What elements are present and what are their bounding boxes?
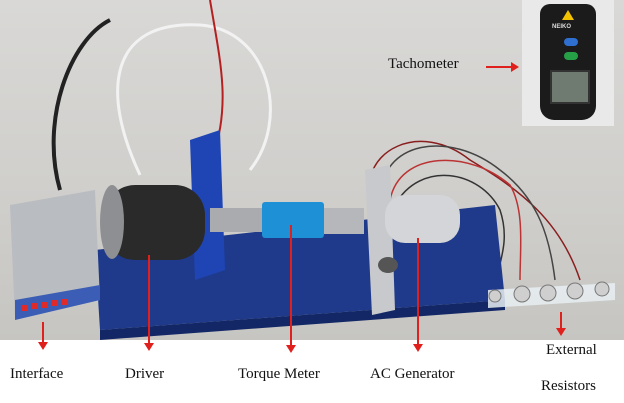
interface-box <box>10 190 100 320</box>
lcd-display <box>550 70 590 104</box>
tachometer-inset: NEIKO <box>522 0 614 126</box>
laser-warning-icon <box>562 10 574 20</box>
label-external-resistors-line2: Resistors <box>541 378 597 394</box>
black-cable <box>51 18 111 191</box>
driver-motor <box>105 185 205 260</box>
apparatus-drawing <box>10 0 615 340</box>
arrow-ac-generator <box>413 238 423 352</box>
arrow-torque-meter <box>286 225 296 353</box>
label-ac-generator: AC Generator <box>370 366 455 382</box>
tachometer-device: NEIKO <box>540 4 596 120</box>
arrow-interface <box>38 322 48 350</box>
green-button <box>564 52 578 60</box>
torque-meter <box>262 202 324 238</box>
ac-generator <box>385 195 460 243</box>
generator-bracket <box>365 165 395 315</box>
label-tachometer: Tachometer <box>388 56 459 72</box>
apparatus-photo <box>0 0 624 340</box>
blue-button <box>564 38 578 46</box>
white-cable <box>116 23 272 176</box>
shaft <box>210 208 270 232</box>
label-external-resistors-line1: External <box>546 342 597 358</box>
label-torque-meter: Torque Meter <box>238 366 320 382</box>
brand-logo: NEIKO <box>552 24 572 30</box>
arrow-tachometer <box>486 62 519 72</box>
arrow-external-resistors <box>556 312 566 336</box>
label-driver: Driver <box>125 366 165 382</box>
label-interface: Interface <box>10 366 64 382</box>
red-cable <box>209 0 224 151</box>
arrow-driver <box>144 255 154 351</box>
